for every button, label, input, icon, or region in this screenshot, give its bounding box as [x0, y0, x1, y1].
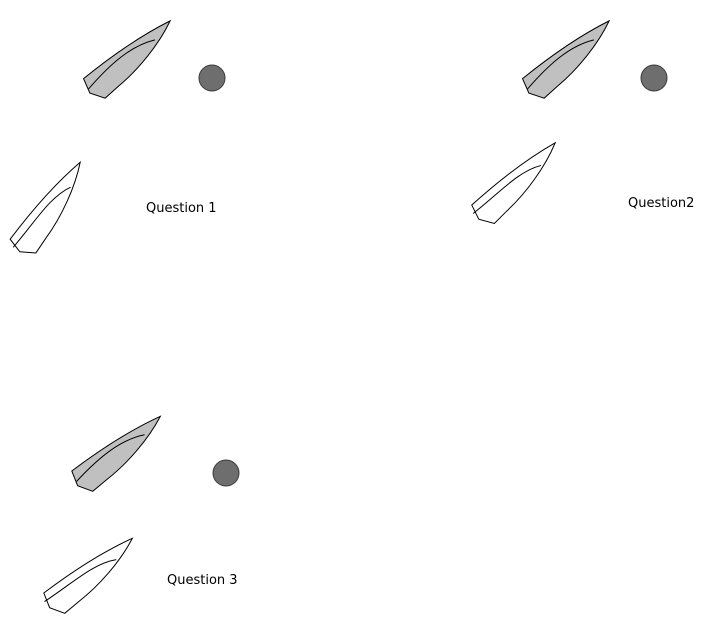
sail [44, 559, 117, 603]
sail [472, 164, 542, 214]
windward-boat [467, 131, 566, 230]
question-3-label: Question 3 [167, 573, 238, 588]
leeward-boat [67, 404, 170, 498]
sail [527, 39, 595, 90]
question-2-label: Question2 [628, 196, 695, 211]
scenario-2 [467, 9, 668, 230]
mark-buoy [212, 459, 240, 487]
scenario-3 [39, 404, 240, 618]
mark-buoy [198, 64, 226, 92]
mark-buoy [640, 64, 668, 92]
sail [12, 186, 71, 248]
question-1-label: Question 1 [146, 201, 217, 216]
leeward-boat [518, 9, 620, 105]
scenario-1 [6, 9, 226, 261]
windward-boat [6, 153, 93, 261]
windward-boat [39, 526, 142, 618]
sail [88, 39, 156, 90]
sail [76, 434, 145, 482]
leeward-boat [79, 9, 181, 105]
